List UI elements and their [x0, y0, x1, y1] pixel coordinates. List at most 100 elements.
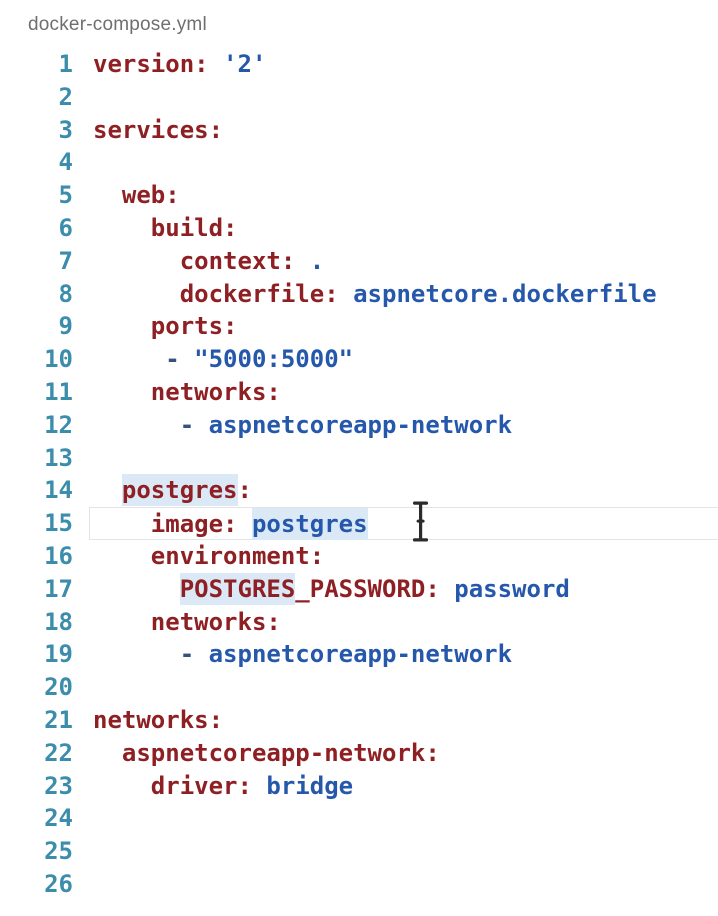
code-line-1[interactable]: 1 version: '2'	[0, 48, 718, 81]
code-line-content[interactable]: - aspnetcoreapp-network	[93, 638, 718, 671]
code-line-content[interactable]: - "5000:5000"	[93, 343, 718, 376]
code-line-content[interactable]: driver: bridge	[93, 770, 718, 803]
code-line-content[interactable]: networks:	[93, 376, 718, 409]
code-token-value: aspnetcoreapp-network	[208, 410, 513, 439]
line-number[interactable]: 8	[58, 279, 73, 308]
code-line-content[interactable]: networks:	[93, 606, 718, 639]
code-line-content[interactable]: build:	[93, 212, 718, 245]
line-number[interactable]: 1	[58, 50, 73, 78]
line-number[interactable]: 24	[44, 804, 73, 833]
code-line-23[interactable]: 23 driver: bridge	[0, 770, 718, 803]
code-line-content[interactable]: - aspnetcoreapp-network	[93, 409, 718, 442]
code-line-content[interactable]	[93, 868, 718, 901]
line-number[interactable]: 5	[58, 181, 73, 210]
line-number[interactable]: 26	[44, 869, 73, 898]
code-token-key: ports:	[150, 312, 238, 341]
code-line-24[interactable]: 24	[0, 802, 718, 835]
code-line-content[interactable]: aspnetcoreapp-network:	[93, 737, 718, 770]
code-line-25[interactable]: 25	[0, 835, 718, 868]
code-line-content[interactable]	[93, 146, 718, 179]
line-number[interactable]: 11	[44, 377, 73, 406]
code-line-content[interactable]: context: .	[93, 245, 718, 278]
line-number[interactable]: 21	[44, 705, 73, 734]
code-line-content[interactable]: version: '2'	[93, 48, 718, 81]
code-token-plain	[93, 510, 151, 538]
line-number[interactable]: 10	[44, 345, 73, 374]
code-line-6[interactable]: 6 build:	[0, 212, 718, 245]
code-line-22[interactable]: 22 aspnetcoreapp-network:	[0, 737, 718, 770]
code-token-key: aspnetcoreapp-network:	[121, 738, 440, 767]
code-line-17[interactable]: 17 POSTGRES_PASSWORD: password	[0, 573, 718, 606]
code-line-20[interactable]: 20	[0, 671, 718, 704]
code-line-content[interactable]: environment:	[93, 540, 718, 573]
line-number[interactable]: 20	[44, 673, 73, 702]
code-line-8[interactable]: 8 dockerfile: aspnetcore.dockerfile	[0, 278, 718, 311]
code-token-key: environment:	[150, 541, 325, 570]
code-token-plain	[93, 280, 180, 308]
line-number[interactable]: 4	[58, 148, 73, 177]
code-line-21[interactable]: 21 networks:	[0, 704, 718, 737]
code-line-2[interactable]: 2	[0, 81, 718, 114]
line-number[interactable]: 19	[44, 640, 73, 669]
code-line-content[interactable]	[93, 81, 718, 114]
code-line-10[interactable]: 10 - "5000:5000"	[0, 343, 718, 376]
code-line-content[interactable]: ports:	[93, 310, 718, 343]
line-number[interactable]: 7	[58, 246, 73, 275]
line-number[interactable]: 2	[58, 82, 73, 111]
code-token-plain	[93, 772, 151, 800]
line-number[interactable]: 15	[44, 509, 73, 538]
line-number[interactable]: 9	[58, 312, 73, 341]
code-line-content[interactable]: POSTGRES_PASSWORD: password	[93, 573, 718, 606]
code-line-content[interactable]	[93, 835, 718, 868]
code-line-3[interactable]: 3 services:	[0, 114, 718, 147]
code-token-plain	[209, 50, 223, 78]
code-token-value: password	[454, 574, 570, 603]
code-line-18[interactable]: 18 networks:	[0, 606, 718, 639]
code-line-content[interactable]: web:	[93, 179, 718, 212]
code-token-plain	[93, 640, 180, 668]
code-line-4[interactable]: 4	[0, 146, 718, 179]
code-line-content[interactable]: dockerfile: aspnetcore.dockerfile	[93, 278, 718, 311]
line-number[interactable]: 25	[44, 837, 73, 866]
code-token-value: bridge	[266, 771, 354, 800]
line-number[interactable]: 17	[44, 574, 73, 603]
ibeam-cursor-icon	[413, 501, 428, 542]
line-number[interactable]: 18	[44, 607, 73, 636]
code-line-11[interactable]: 11 networks:	[0, 376, 718, 409]
code-line-15[interactable]: 15 image: postgres	[0, 507, 718, 540]
line-number[interactable]: 22	[44, 738, 73, 767]
code-token-key: build:	[150, 213, 238, 242]
code-line-13[interactable]: 13	[0, 442, 718, 475]
code-line-content[interactable]: image: postgres	[89, 507, 718, 540]
code-line-14[interactable]: 14 postgres:	[0, 474, 718, 507]
code-line-7[interactable]: 7 context: .	[0, 245, 718, 278]
code-line-16[interactable]: 16 environment:	[0, 540, 718, 573]
line-number[interactable]: 3	[58, 115, 73, 144]
code-token-plain	[93, 181, 122, 209]
code-token-plain	[93, 345, 165, 373]
line-number[interactable]: 23	[44, 771, 73, 800]
code-line-12[interactable]: 12 - aspnetcoreapp-network	[0, 409, 718, 442]
line-number[interactable]: 13	[44, 443, 73, 472]
line-number[interactable]: 12	[44, 410, 73, 439]
code-token-plain	[252, 772, 266, 800]
code-token-key: networks:	[150, 377, 281, 406]
code-line-9[interactable]: 9 ports:	[0, 310, 718, 343]
code-line-content[interactable]	[93, 671, 718, 704]
code-line-content[interactable]: postgres:	[93, 474, 718, 507]
code-token-plain	[93, 739, 122, 767]
code-line-5[interactable]: 5 web:	[0, 179, 718, 212]
code-token-plain	[238, 510, 252, 538]
code-line-19[interactable]: 19 - aspnetcoreapp-network	[0, 638, 718, 671]
file-tab-title[interactable]: docker-compose.yml	[28, 14, 207, 35]
line-number[interactable]: 14	[44, 476, 73, 505]
code-token-punct: -	[179, 410, 195, 439]
code-line-content[interactable]	[93, 802, 718, 835]
code-line-26[interactable]: 26	[0, 868, 718, 901]
line-number[interactable]: 16	[44, 541, 73, 570]
code-line-content[interactable]	[93, 442, 718, 475]
code-line-content[interactable]: networks:	[93, 704, 718, 737]
code-line-content[interactable]: services:	[93, 114, 718, 147]
line-number[interactable]: 6	[58, 213, 73, 242]
